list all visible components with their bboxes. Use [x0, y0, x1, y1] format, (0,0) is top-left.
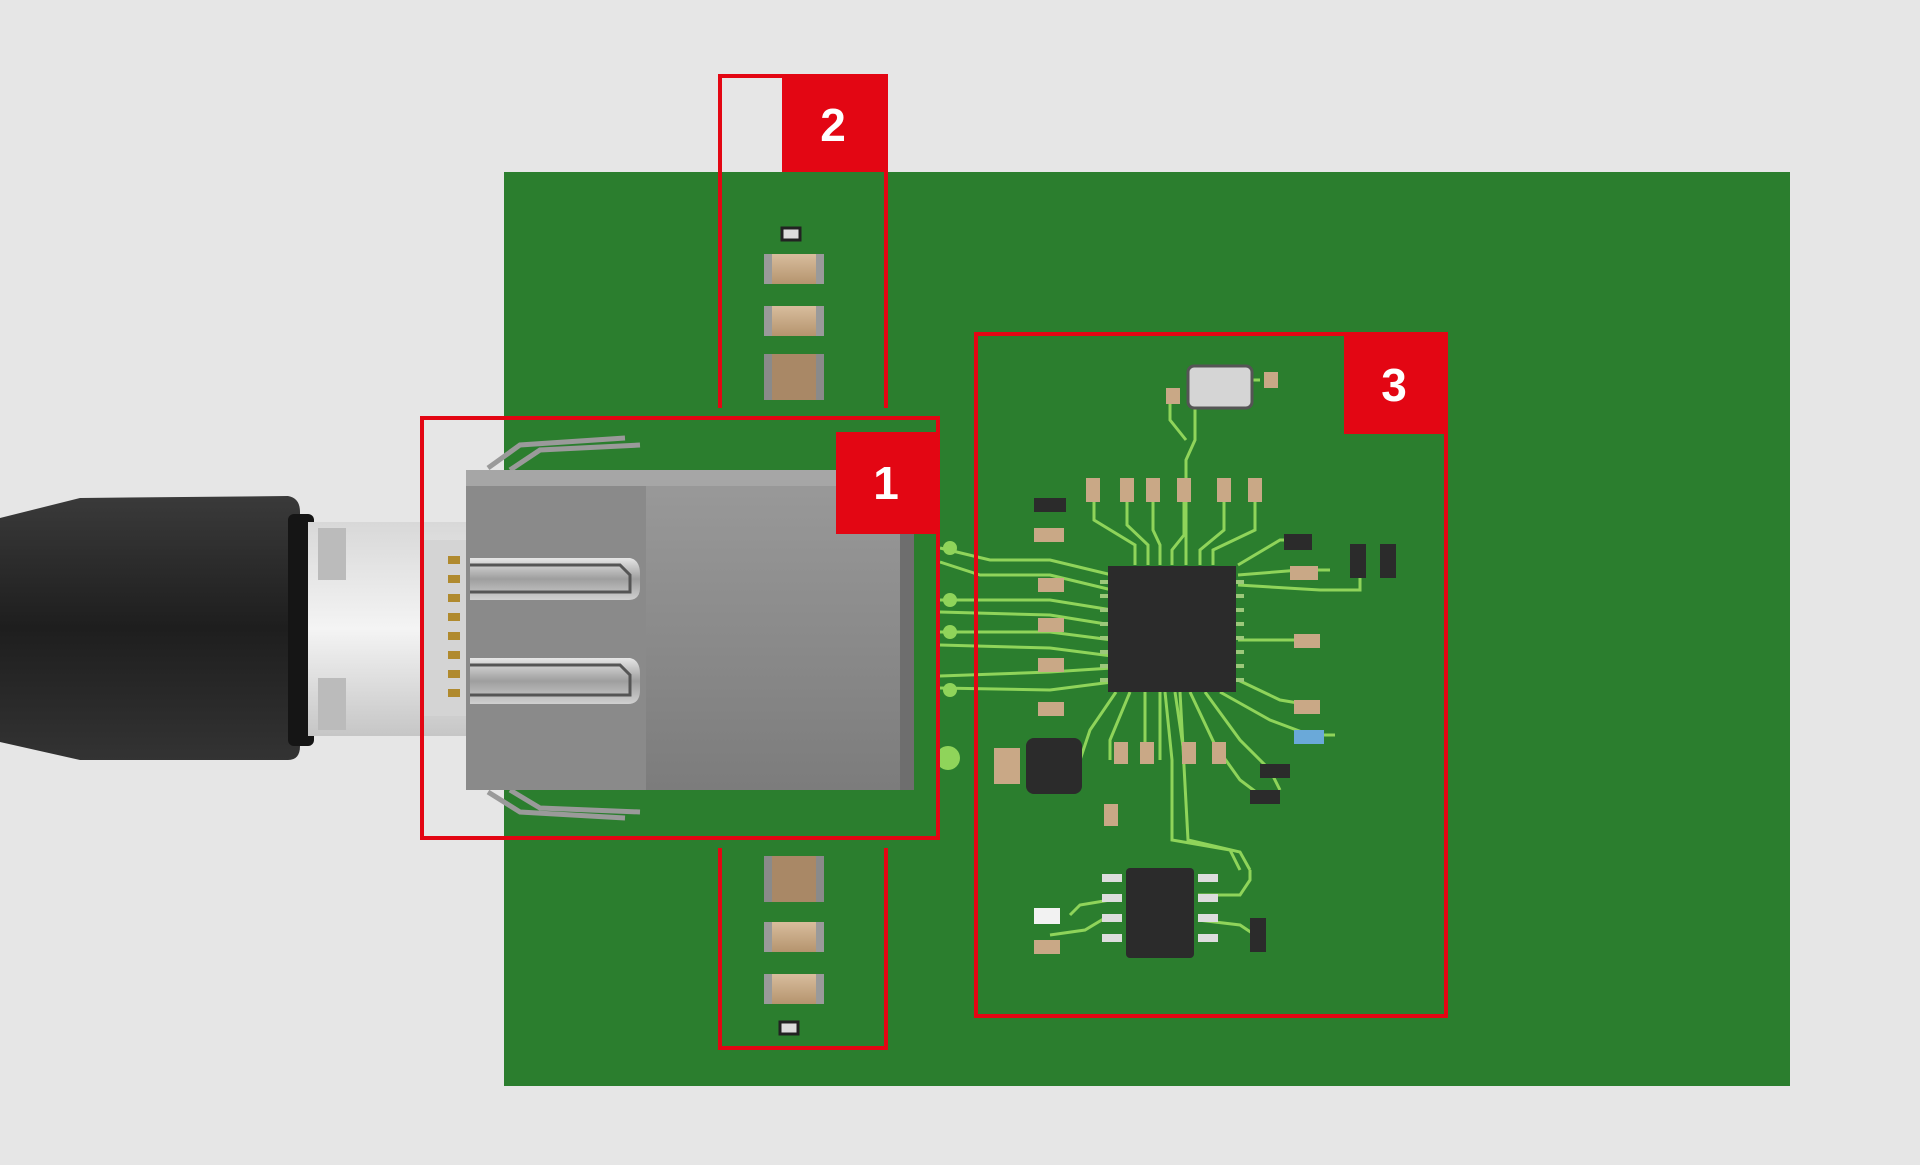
plug-contact-strip [420, 540, 468, 716]
callout-box-2-top [718, 74, 888, 408]
callout-box-1 [420, 416, 940, 840]
ic-pins [1100, 580, 1244, 682]
callout-label-3: 3 [1381, 359, 1407, 411]
callout-box-2-bottom [718, 848, 888, 1050]
main-controller-ic [1108, 566, 1236, 692]
right-side-components [1104, 534, 1396, 826]
jack-pads [936, 541, 960, 770]
resistor-column-left [994, 578, 1064, 784]
callout-label-1: 1 [873, 457, 899, 509]
callout-box-3 [974, 332, 1448, 1018]
plug-contacts [448, 556, 460, 697]
resistor-row-top [1034, 478, 1262, 542]
jack-shield-leads [486, 435, 641, 821]
secondary-ic [1026, 738, 1082, 794]
soic-8-ic [1034, 868, 1266, 958]
rj45-jack-front [466, 486, 646, 790]
jack-spring-tab-bottom [470, 658, 640, 704]
crystal-oscillator [1166, 364, 1278, 410]
plug-latch-bottom [318, 678, 346, 730]
rj45-jack-right-edge [900, 470, 914, 790]
ethernet-cable [0, 496, 300, 760]
jack-spring-tab-top [470, 558, 640, 600]
capacitor-column-top [764, 226, 824, 400]
callout-badge-2: 2 [782, 78, 884, 172]
callout-label-2: 2 [820, 99, 846, 151]
plug-latch-top [318, 528, 346, 580]
rj45-jack-top-rim [466, 470, 910, 486]
capacitor-column-bottom [764, 856, 824, 1036]
cable-boot-edge [288, 514, 314, 746]
callout-badge-1: 1 [836, 432, 936, 534]
callout-badge-3: 3 [1344, 336, 1444, 434]
